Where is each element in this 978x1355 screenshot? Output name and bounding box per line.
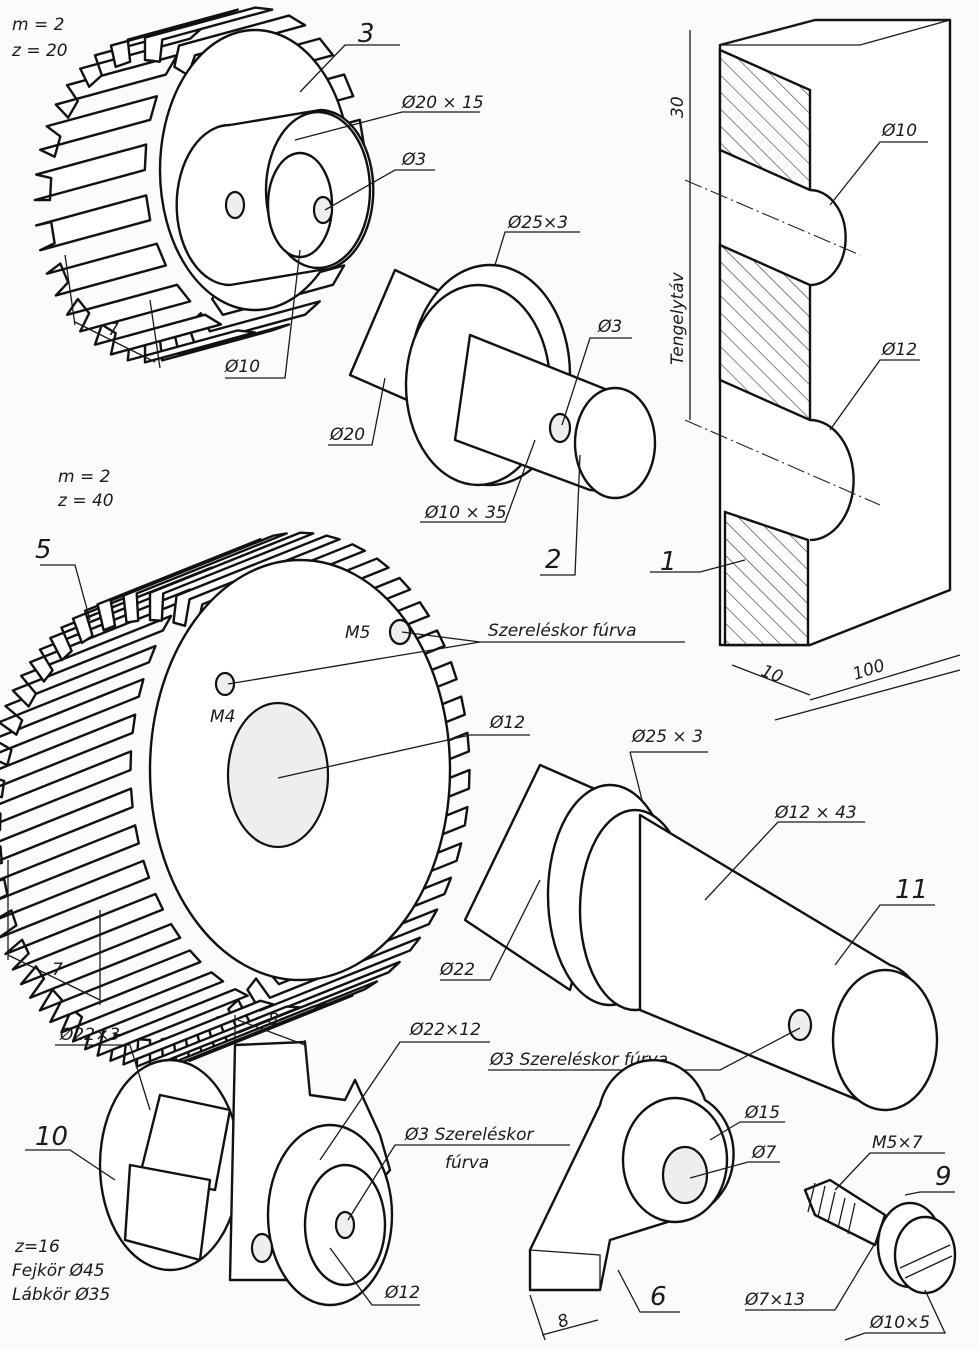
part-10-hub2-label: Ø22×12	[409, 1020, 481, 1040]
gear-3-bore-label: Ø10	[224, 357, 260, 377]
part-10-teeth-label: z=16	[14, 1237, 60, 1257]
gear-tooth	[65, 283, 192, 333]
part-2-number: 2	[545, 545, 562, 575]
part-2-collar-label: Ø25×3	[507, 213, 568, 233]
gear-tooth	[109, 999, 275, 1066]
gear-5-module-label: m = 2	[58, 467, 110, 487]
part-3-number: 3	[358, 19, 375, 49]
gear-tooth	[148, 531, 315, 622]
bearing-block-part-1: 30 Tengelytáv Ø10 Ø12 1 10 100	[650, 18, 961, 721]
part-10-number: 10	[35, 1122, 68, 1152]
gear-3-width-label: 7	[108, 320, 119, 340]
gear-tooth	[109, 8, 239, 69]
gear-tooth	[0, 644, 157, 736]
gear-3-teeth-label: z = 20	[11, 41, 68, 61]
gear-5-bore-label: Ø12	[489, 713, 525, 733]
shaft-part-11: Ø25 × 3 Ø12 × 43 11 Ø22 Ø3 Szereléskor f…	[439, 727, 939, 1112]
part-2-pin-label: Ø3	[597, 317, 622, 337]
part-6-hole-label: Ø7	[751, 1143, 776, 1163]
part-9-thread-label: M5×7	[872, 1133, 923, 1153]
part-5-number: 5	[35, 535, 52, 565]
gear-tooth	[0, 859, 151, 939]
pinion-part-10: Ø22×3 8 Ø22×12 10 Ø3 Szereléskor fúrva z…	[12, 1010, 570, 1307]
gear-tooth	[0, 824, 140, 901]
gear-5-m4-label: M4	[210, 707, 235, 727]
part-1-number: 1	[660, 547, 677, 577]
gear-tooth	[96, 538, 262, 632]
screw-part-9: M5×7 9 Ø7×13 Ø10×5	[744, 1133, 957, 1341]
part-11-shaft-label: Ø22	[439, 960, 475, 980]
lever-part-6: Ø15 Ø7 8 6	[528, 1059, 785, 1341]
gear-tooth	[33, 143, 148, 202]
gear-tooth	[122, 532, 288, 624]
part-10-bore-label: Ø12	[384, 1283, 420, 1303]
gear-5-width-label: 7	[52, 960, 63, 980]
part-9-number: 9	[935, 1162, 952, 1192]
part-6-number: 6	[650, 1282, 667, 1312]
part-11-hole-label: Ø3 Szereléskor fúrva	[489, 1050, 668, 1070]
gear-tooth	[11, 614, 173, 708]
part-10-hole-label-2: fúrva	[445, 1153, 489, 1173]
block-hole-12-label: Ø12	[881, 340, 917, 360]
part-10-root-circle-label: Lábkör Ø35	[12, 1285, 110, 1305]
gear-tooth	[143, 6, 274, 63]
gear-5-teeth-label: z = 40	[57, 491, 114, 511]
gear-tooth	[45, 242, 168, 297]
gear-tooth	[0, 713, 137, 799]
gear-part-3: m = 2 z = 20 3 Ø20 × 15 Ø3 7 Ø10	[11, 6, 484, 379]
part-10-hole-label: Ø3 Szereléskor	[404, 1125, 535, 1145]
block-height-label: 30	[668, 96, 688, 118]
part-2-journal-label: Ø10 × 35	[424, 503, 507, 523]
gear-5-m5-label: M5	[345, 623, 370, 643]
part-10-tip-circle-label: Fejkör Ø45	[12, 1261, 105, 1281]
part-9-head-label: Ø10×5	[869, 1313, 930, 1333]
part-2-shaft-label: Ø20	[329, 425, 365, 445]
part-6-width-label: 8	[555, 1310, 572, 1333]
part-10-width-label: 8	[268, 1010, 279, 1030]
gear-tooth	[0, 677, 145, 767]
gear-tooth	[38, 95, 159, 158]
gear-tooth	[172, 534, 341, 628]
gear-tooth	[4, 892, 165, 971]
gear-3-hole-label: Ø3	[401, 150, 426, 170]
gear-tooth	[34, 194, 152, 252]
block-length-label: 100	[850, 656, 887, 685]
gear-3-module-label: m = 2	[12, 15, 64, 35]
gear-5-assembly-label: Szereléskor fúrva	[488, 621, 637, 641]
gear-tooth	[0, 787, 134, 865]
block-axis-distance-label: Tengelytáv	[668, 271, 688, 365]
shaft-part-2: Ø25×3 Ø3 Ø20 Ø10 × 35 2	[328, 213, 657, 576]
part-6-outer-label: Ø15	[744, 1103, 780, 1123]
part-10-hub-label: Ø22×3	[59, 1025, 120, 1045]
block-hole-10-label: Ø10	[881, 121, 917, 141]
part-11-number: 11	[895, 875, 928, 905]
part-11-journal-label: Ø12 × 43	[774, 803, 857, 823]
gear-tooth	[0, 750, 133, 832]
gear-3-hub-label: Ø20 × 15	[401, 93, 484, 113]
part-9-shank-label: Ø7×13	[744, 1290, 805, 1310]
part-11-collar-label: Ø25 × 3	[631, 727, 703, 747]
gear-part-5: m = 2 z = 40 5 M5 Szereléskor fúrva M4 Ø…	[0, 467, 685, 1069]
